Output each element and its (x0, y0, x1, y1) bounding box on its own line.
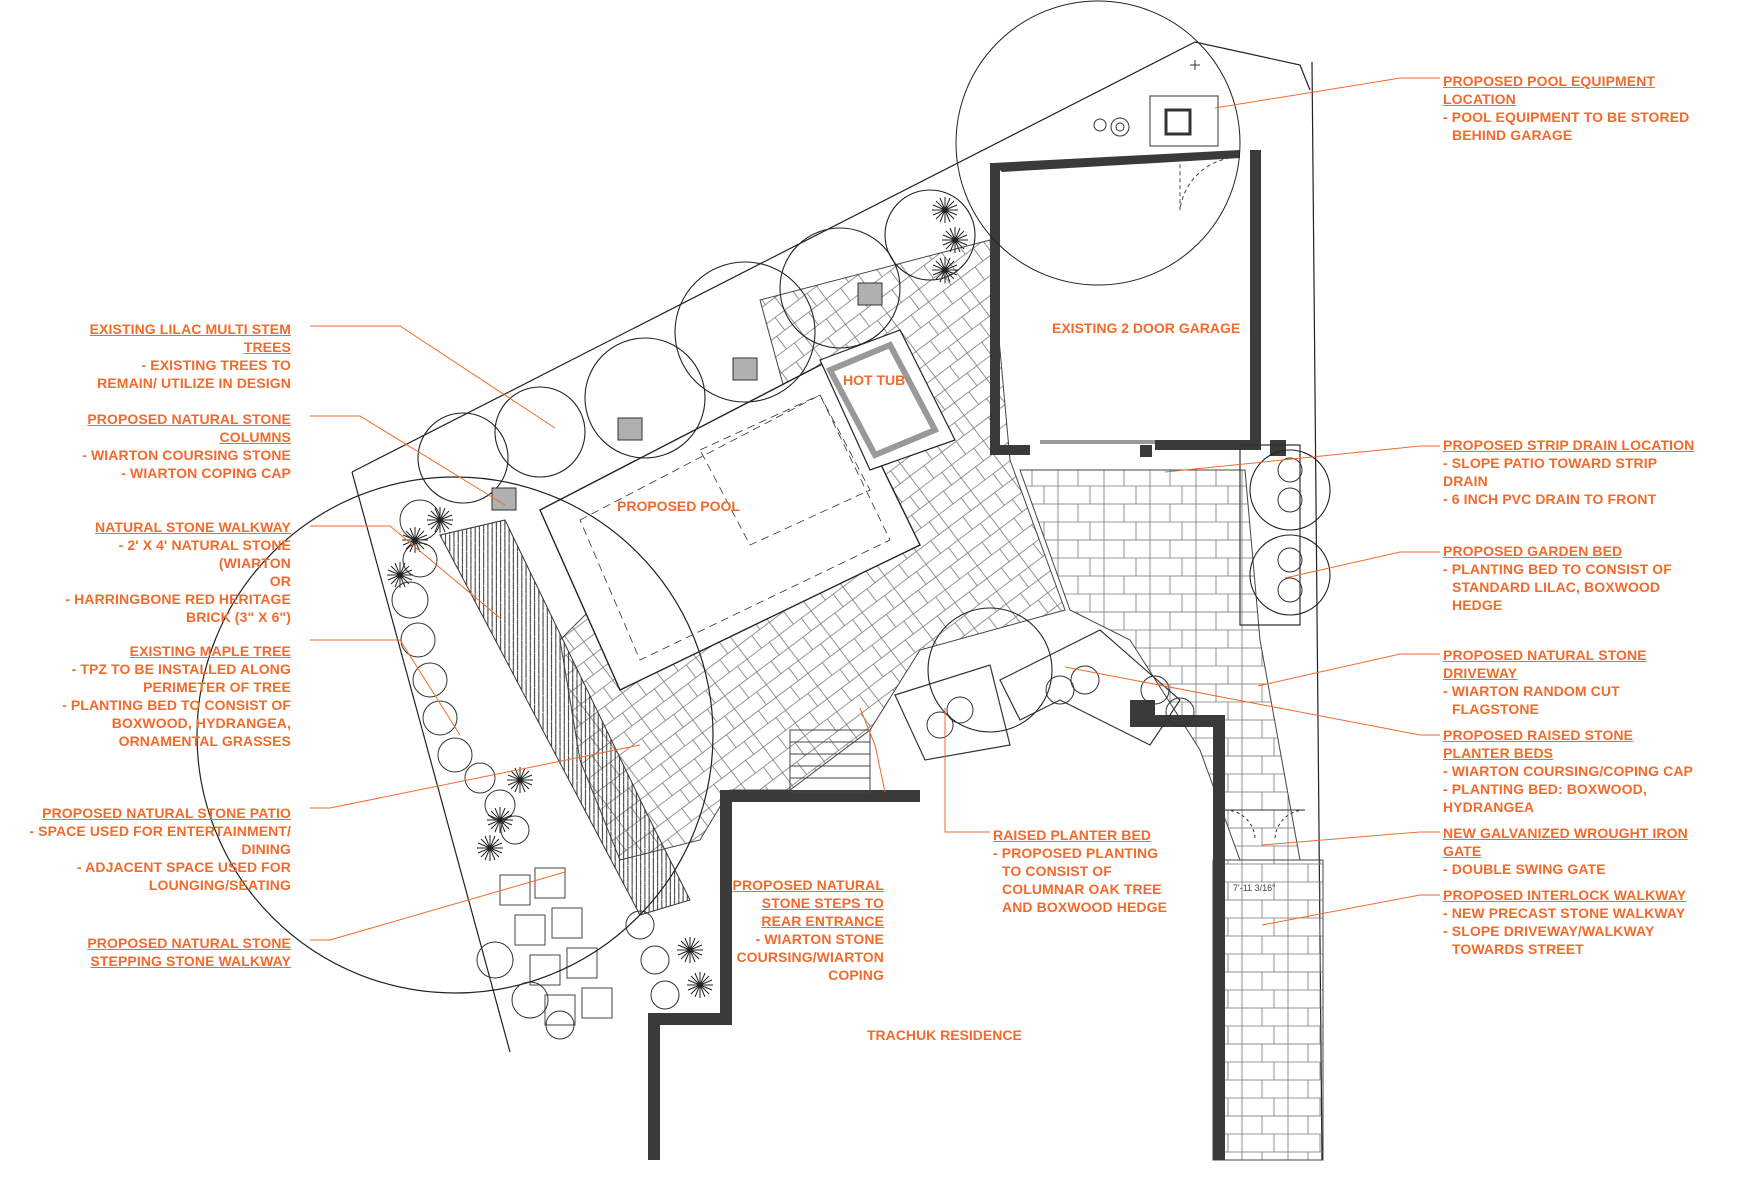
stepping-stones (499, 867, 613, 1026)
note-stone-columns: PROPOSED NATURAL STONE COLUMNS - WIARTON… (82, 411, 291, 481)
note-stone-driveway: PROPOSED NATURAL STONE DRIVEWAY - WIARTO… (1443, 647, 1647, 717)
note-maple-tree: EXISTING MAPLE TREE - TPZ TO BE INSTALLE… (62, 643, 291, 749)
shrubs (391, 457, 1303, 1040)
note-garden-bed: PROPOSED GARDEN BED - PLANTING BED TO CO… (1443, 543, 1672, 613)
note-raised-stone-planters: PROPOSED RAISED STONE PLANTER BEDS - WIA… (1443, 727, 1693, 815)
wrought-iron-gate (1224, 809, 1306, 841)
residence-label: TRACHUK RESIDENCE (867, 1027, 1022, 1043)
pool-label: PROPOSED POOL (617, 498, 740, 514)
ornamental-grasses (387, 197, 968, 998)
note-stepping-stones: PROPOSED NATURAL STONE STEPPING STONE WA… (87, 935, 291, 969)
pool-outline (539, 329, 956, 691)
rear-steps (789, 729, 871, 793)
leader-lines (310, 77, 1440, 941)
garage-outline (990, 150, 1286, 457)
lilac-trees (417, 0, 1331, 733)
note-lilac-trees: EXISTING LILAC MULTI STEM TREES - EXISTI… (89, 321, 291, 391)
garage-label: EXISTING 2 DOOR GARAGE (1052, 320, 1241, 336)
residence-walls (648, 700, 1225, 1160)
maple-tree-canopy (196, 476, 714, 994)
pool-equipment (1093, 60, 1219, 147)
note-rear-steps: PROPOSED NATURAL STONE STEPS TO REAR ENT… (732, 877, 884, 983)
note-pool-equipment: PROPOSED POOL EQUIPMENT LOCATION - POOL … (1443, 73, 1690, 143)
note-stone-patio: PROPOSED NATURAL STONE PATIO - SPACE USE… (29, 805, 291, 893)
hot-tub-label: HOT TUB (843, 372, 906, 388)
herringbone-walkway (439, 519, 691, 916)
note-raised-planter: RAISED PLANTER BED - PROPOSED PLANTING T… (993, 827, 1168, 915)
stone-columns (491, 282, 883, 511)
raised-planter-beds (894, 444, 1301, 761)
note-interlock-walkway: PROPOSED INTERLOCK WALKWAY - NEW PRECAST… (1443, 887, 1687, 957)
note-wrought-iron-gate: NEW GALVANIZED WROUGHT IRON GATE - DOUBL… (1443, 825, 1688, 877)
dimension-label: 7'-11 3/16" (1233, 883, 1276, 893)
note-stone-walkway: NATURAL STONE WALKWAY - 2' X 4' NATURAL … (65, 519, 291, 625)
note-strip-drain: PROPOSED STRIP DRAIN LOCATION - SLOPE PA… (1443, 437, 1695, 507)
